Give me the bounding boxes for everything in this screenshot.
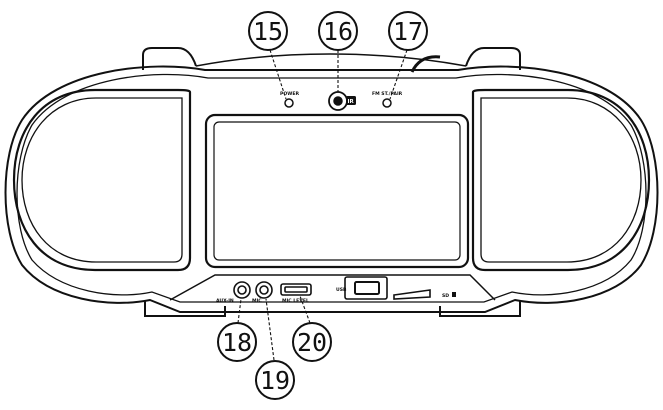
callout-number-19: 19: [260, 366, 290, 395]
mic-label: MIC: [252, 298, 262, 304]
usb-port[interactable]: [354, 281, 380, 295]
right-speaker-outer: [471, 88, 651, 272]
leader-line-17: [389, 49, 408, 100]
left-speaker-outer: [12, 88, 192, 272]
leader-line-15: [269, 49, 287, 100]
antenna-knob: [410, 55, 441, 73]
display-screen-outer: [204, 113, 470, 269]
mic-level-label: MIC LEVEL: [282, 298, 309, 304]
ir-tag: [346, 96, 356, 105]
sd-card-slot[interactable]: [393, 289, 431, 300]
callout-number-15: 15: [253, 17, 283, 46]
body-outer-outline: [4, 65, 659, 313]
left-foot: [144, 300, 226, 317]
aux-in-label: AUX-IN: [216, 298, 234, 304]
callout-circle-19: [255, 360, 295, 400]
sd-icon: [452, 292, 456, 297]
mic-jack[interactable]: [255, 281, 273, 299]
callout-circle-18: [217, 322, 257, 362]
callout-number-17: 17: [393, 17, 423, 46]
usb-label: USB: [336, 287, 347, 293]
right-handle-bump: [465, 47, 521, 70]
callout-number-18: 18: [222, 328, 252, 357]
leader-line-19: [265, 298, 275, 361]
aux-in-jack[interactable]: [233, 281, 251, 299]
display-screen-inner: [213, 121, 461, 261]
power-label: POWER: [280, 91, 299, 97]
mic-level-slider[interactable]: [280, 283, 312, 296]
callout-number-16: 16: [323, 17, 353, 46]
leader-line-18: [237, 298, 242, 324]
body-inner-outline: [16, 73, 647, 303]
ir-label: IR: [348, 99, 355, 105]
callout-number-20: 20: [297, 328, 327, 357]
left-speaker-inner: [21, 97, 183, 263]
fm-st-pair-button[interactable]: [382, 98, 392, 108]
usb-port-frame: [344, 276, 388, 300]
callout-circle-16: [318, 11, 358, 51]
left-handle-bump: [142, 47, 197, 70]
right-foot: [439, 300, 521, 317]
callout-circle-17: [388, 11, 428, 51]
fm-st-pair-label: FM ST./PAIR: [372, 91, 403, 97]
sd-label: SD: [442, 293, 449, 299]
control-panel-outline: [169, 274, 496, 301]
callout-circle-15: [248, 11, 288, 51]
right-speaker-inner: [480, 97, 642, 263]
callout-circle-20: [292, 322, 332, 362]
power-button[interactable]: [284, 98, 294, 108]
